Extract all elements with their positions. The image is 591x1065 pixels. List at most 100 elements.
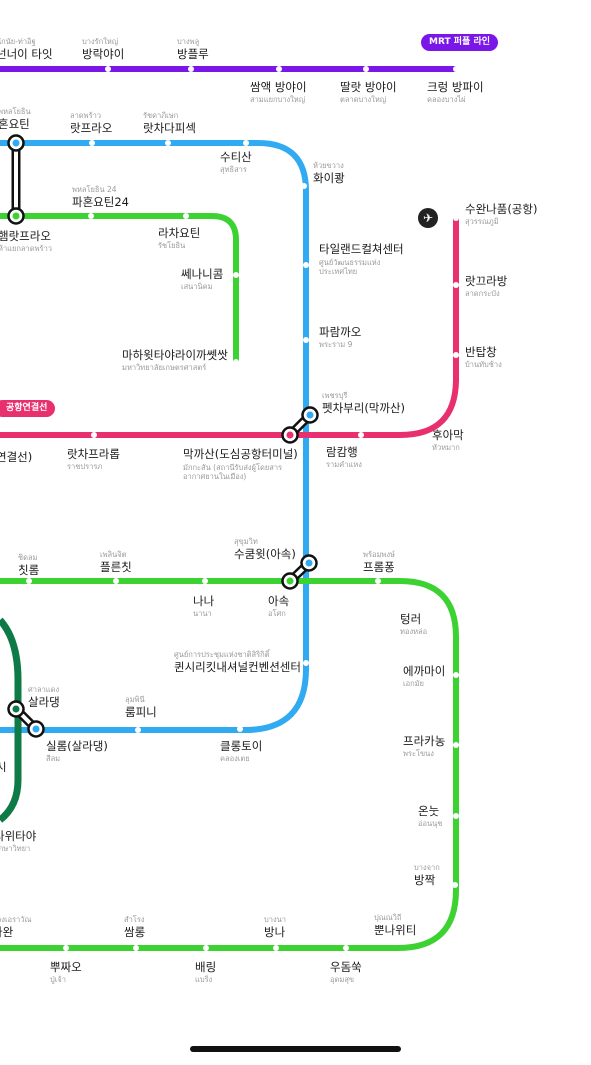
station-name-thai: นักนัย-ท่าอิฐ	[0, 37, 36, 46]
station-name-thai: บางพลู	[177, 37, 200, 46]
station-label-darkgreen-suksa[interactable]: 사위타야ศึกษาวิทยา	[0, 830, 36, 853]
station-name: 파람까오	[319, 325, 362, 339]
station-name-thai: ชิดลม	[18, 553, 38, 562]
station-label-pink-phaya-thai[interactable]: 연결선)	[0, 451, 32, 464]
station-name: 랏차프라롭	[67, 447, 120, 461]
station-name: 반탑창	[465, 345, 497, 359]
station-name: 배링	[195, 960, 217, 974]
station-label-green-phrom-phong[interactable]: พร้อมพงษ์프롬퐁	[363, 551, 395, 573]
station-name-thai: สุวรรณภูมิ	[465, 216, 499, 226]
station-label-pink-suvarnabhumi[interactable]: 수완나품(공항)สุวรรณภูมิ	[465, 202, 538, 226]
station-name: 방짝	[414, 872, 436, 887]
station-name-thai: คลองบางไผ่	[427, 94, 466, 104]
station-name-thai: ห้วยขวาง	[313, 161, 344, 170]
station-name: 막까산(도심공항터미널)	[183, 447, 298, 461]
station-label-blue-qsncc[interactable]: ศูนย์การประชุมแห่งชาติสิริกิติ์퀸시리킷내셔널컨벤…	[174, 651, 301, 673]
station-name: 시	[0, 760, 7, 774]
station-name-thai: หัวหมาก	[432, 442, 460, 452]
station-name-thai: บ้านทับช้าง	[465, 359, 502, 369]
station-name: 텅러	[400, 612, 422, 626]
station-name-thai: ศูนย์วัฒนธรรมแห่งประเทศไทย	[319, 257, 381, 277]
purple-line-badge: MRT 퍼플 라인	[421, 34, 499, 51]
station-name: 펫차부리(막까산)	[322, 400, 406, 415]
station-name: 클롱토이	[220, 739, 263, 753]
station-label-blue-lumphini[interactable]: ลุมพินี룸피니	[125, 696, 157, 718]
station-label-green-punnawithi[interactable]: ปุณณวิถี뿐나위티	[374, 914, 416, 936]
station-name-thai: ทองหล่อ	[400, 626, 428, 636]
station-name: 랏프라오	[70, 120, 113, 135]
station-name: 넌너이 타잇	[0, 46, 53, 61]
station-name: 수쿰윗(아속)	[234, 546, 296, 561]
station-name: 룸피니	[125, 704, 157, 719]
station-name: 혼요틴	[0, 116, 30, 131]
station-name-thai: ราชปรารภ	[67, 461, 103, 471]
station-name-thai: บางนา	[264, 915, 286, 924]
station-name-thai: มหาวิทยาลัยเกษตรศาสตร์	[122, 362, 207, 372]
home-indicator[interactable]	[190, 1046, 401, 1052]
station-label-darkgreen-chong[interactable]: 시	[0, 760, 7, 774]
station-name-thai: พร้อมพงษ์	[363, 550, 395, 559]
station-name-thai: อ่อนนุช	[418, 818, 443, 828]
station-label-pink-makkasan[interactable]: 막까산(도심공항터미널)มักกะสัน (สถานีรับส่งผู้โดยส…	[183, 447, 298, 482]
station-name-thai: บางจาก	[414, 863, 440, 872]
station-name-thai: รัชดาภิเษก	[143, 111, 179, 120]
station-label-purple-bang-rak-yai[interactable]: บางรักใหญ่방락야이	[82, 38, 124, 60]
station-name-thai: ศูนย์การประชุมแห่งชาติสิริกิติ์	[174, 650, 270, 659]
station-name: 랏끄라방	[465, 274, 508, 288]
station-name: 수완나품(공항)	[465, 202, 538, 216]
station-name: 화이쾅	[313, 170, 345, 185]
station-name-thai: ศึกษาวิทยา	[0, 843, 31, 853]
station-label-blue-silom[interactable]: 실롬(살라댕)สีลม	[46, 739, 108, 762]
station-name: 랏차다피섹	[143, 120, 196, 135]
station-name: 실롬(살라댕)	[46, 739, 108, 753]
station-name-thai: มักกะสัน (สถานีรับส่งผู้โดยสารอากาศยานใน…	[183, 462, 283, 482]
station-name: 살라댕	[28, 694, 60, 709]
station-label-purple-bang-phlu[interactable]: บางพลู방플루	[177, 38, 209, 60]
station-name-thai: สำโรง	[124, 915, 145, 924]
station-name: 파혼요틴24	[72, 194, 129, 209]
station-label-blue-phetchaburi[interactable]: เพชรบุรี펫차부리(막까산)	[322, 392, 405, 414]
station-name-thai: พหลโยธิน 24	[72, 185, 117, 194]
station-name: 우돔쑥	[330, 960, 362, 974]
station-name-thai: พหลโยธิน	[0, 107, 31, 116]
